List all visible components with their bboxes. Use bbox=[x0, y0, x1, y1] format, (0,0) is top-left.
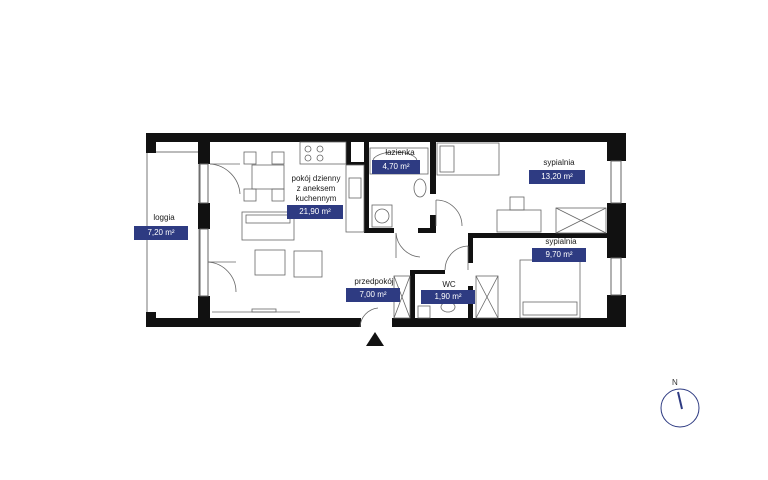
door-swings bbox=[207, 163, 469, 328]
living-label-line-2: z aneksem bbox=[296, 184, 336, 193]
bathroom-label: łazienka bbox=[385, 148, 415, 157]
compass bbox=[660, 388, 700, 428]
loggia-label: loggia bbox=[153, 213, 175, 222]
living-area-badge: 21,90 m² bbox=[287, 205, 343, 219]
bedroom2-area-badge: 9,70 m² bbox=[532, 248, 586, 262]
hall-label: przedpokój bbox=[354, 277, 394, 286]
bedroom1-area-badge: 13,20 m² bbox=[529, 170, 585, 184]
bedroom2-label: sypialnia bbox=[545, 237, 577, 246]
living-label-line-3: kuchennym bbox=[295, 194, 337, 203]
windows bbox=[199, 160, 622, 297]
loggia-area-badge: 7,20 m² bbox=[134, 226, 188, 240]
hall-area-badge: 7,00 m² bbox=[346, 288, 400, 302]
bedroom1-label: sypialnia bbox=[543, 158, 575, 167]
entrance-arrow bbox=[366, 332, 384, 346]
bathroom-area-badge: 4,70 m² bbox=[372, 160, 420, 174]
outer-walls bbox=[146, 133, 626, 327]
living-label-line-1: pokój dzienny bbox=[291, 174, 341, 183]
wc-label: WC bbox=[442, 280, 456, 289]
wc-area-badge: 1,90 m² bbox=[421, 290, 475, 304]
compass-north-label: N bbox=[672, 378, 678, 387]
